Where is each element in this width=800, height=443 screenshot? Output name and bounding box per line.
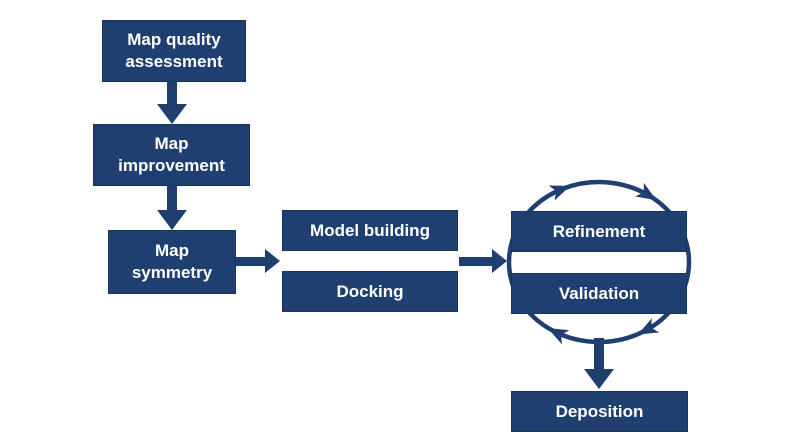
arrow-head-icon [584, 369, 614, 389]
arrow-down-improvement-to-symmetry [157, 186, 187, 230]
arrow-right-modeling-to-refinement [459, 249, 507, 273]
node-docking: Docking [282, 271, 458, 312]
node-label: Map quality assessment [125, 30, 223, 71]
arrow-shaft [236, 256, 265, 266]
arrow-shaft [594, 338, 604, 369]
arrow-head-icon [265, 249, 280, 273]
node-label: Map symmetry [131, 241, 213, 282]
node-map-quality-assessment: Map quality assessment [102, 20, 246, 82]
node-map-symmetry: Map symmetry [108, 230, 236, 294]
node-label: Model building [310, 220, 430, 240]
node-label: Map improvement [118, 134, 225, 175]
arrow-shaft [167, 186, 177, 210]
node-label: Docking [336, 281, 404, 301]
node-refinement: Refinement [511, 211, 687, 252]
arrow-head-icon [157, 104, 187, 124]
arrow-down-cycle-to-deposition [584, 338, 614, 389]
arrow-shaft [459, 256, 492, 266]
cycle-arc-top [563, 179, 657, 201]
node-label: Refinement [552, 221, 646, 241]
node-validation: Validation [511, 273, 687, 314]
node-label: Deposition [555, 401, 644, 421]
arrow-right-symmetry-to-modeling [236, 249, 280, 273]
arrow-down-quality-to-improvement [157, 82, 187, 124]
arrow-head-icon [492, 249, 507, 273]
cycle-arc-left [506, 185, 571, 334]
arrow-shaft [167, 82, 177, 104]
node-map-improvement: Map improvement [93, 124, 250, 186]
arrow-head-icon [157, 210, 187, 230]
node-deposition: Deposition [511, 391, 688, 432]
node-label: Validation [558, 283, 640, 303]
node-model-building: Model building [282, 210, 458, 251]
